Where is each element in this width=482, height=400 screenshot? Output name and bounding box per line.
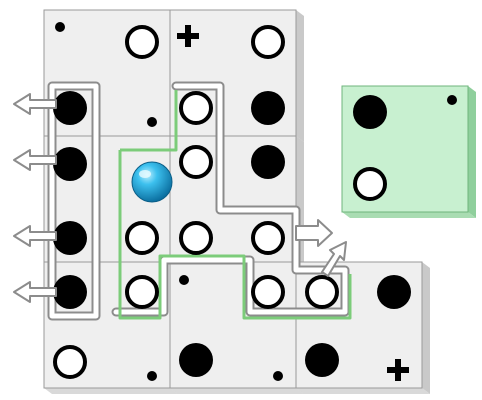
dot-big (53, 147, 87, 181)
ring (127, 223, 157, 253)
dot-big (53, 275, 87, 309)
dot-big (305, 343, 339, 377)
ring (127, 277, 157, 307)
dot-big (251, 145, 285, 179)
ring (127, 27, 157, 57)
tile-bottom (170, 388, 304, 394)
dot-big (353, 95, 387, 129)
preview-bottom (342, 212, 476, 218)
dot-small (147, 371, 157, 381)
ring (253, 223, 283, 253)
dot-small (55, 22, 65, 32)
ring (253, 27, 283, 57)
tile-bottom (296, 388, 430, 394)
dot-big (251, 91, 285, 125)
ring (55, 347, 85, 377)
dot-small (147, 117, 157, 127)
ring (253, 277, 283, 307)
dot-small (447, 95, 457, 105)
ring (181, 147, 211, 177)
preview-side (468, 86, 476, 218)
ring (307, 277, 337, 307)
marble-icon (132, 162, 172, 202)
plus-bar-v (395, 359, 401, 381)
tile-side (422, 262, 430, 394)
ring (355, 169, 385, 199)
marble[interactable] (132, 162, 172, 202)
dot-big (53, 221, 87, 255)
ring (181, 93, 211, 123)
dot-small (179, 275, 189, 285)
tile-side (296, 10, 304, 142)
marble-highlight (139, 170, 151, 178)
ring (181, 223, 211, 253)
dot-small (273, 371, 283, 381)
dot-big (53, 91, 87, 125)
marble-body (132, 162, 172, 202)
plus-bar-v (185, 25, 191, 47)
tile-bottom (44, 388, 178, 394)
dot-big (377, 275, 411, 309)
preview-piece[interactable] (342, 86, 476, 218)
dot-big (179, 343, 213, 377)
